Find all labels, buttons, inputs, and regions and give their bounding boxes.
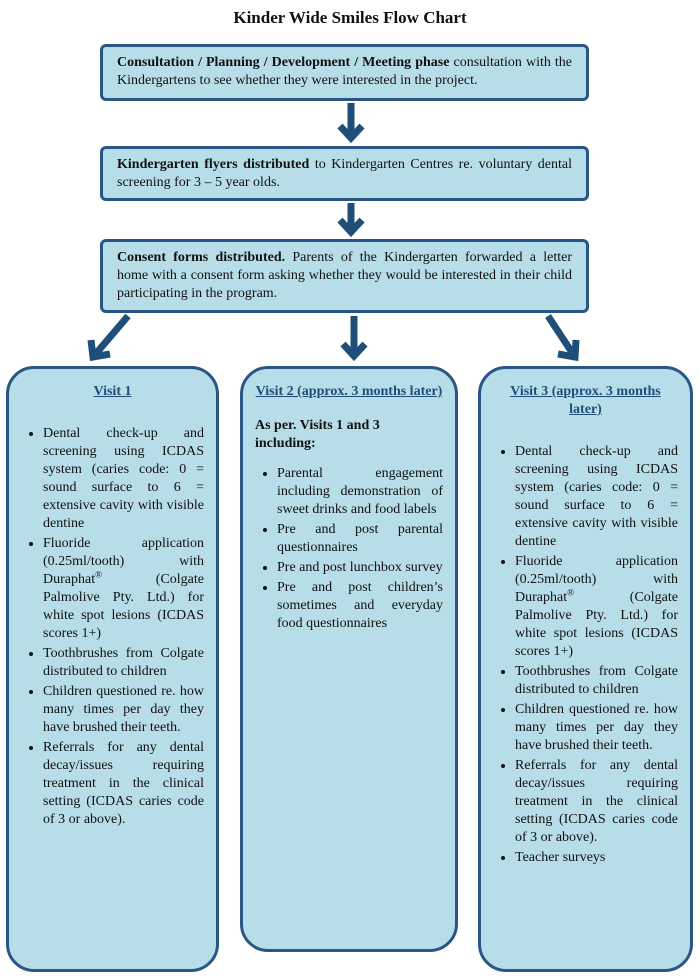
list-item: Pre and post lunchbox survey [277, 559, 443, 577]
list-item: Dental check-up and screening using ICDA… [43, 425, 204, 533]
flyers-box: Kindergarten flyers distributed to Kinde… [100, 146, 589, 201]
fluoride-text: Fluoride application (0.25ml/tooth) with… [515, 554, 678, 605]
arrow-left [87, 313, 131, 362]
visit-3-box: Visit 3 (approx. 3 months later) Dental … [478, 366, 693, 972]
arrow-center [340, 316, 368, 362]
list-item: Parental engagement including demonstrat… [277, 465, 443, 519]
list-item: Referrals for any dental decay/issues re… [515, 757, 678, 847]
visit-2-title: Visit 2 (approx. 3 months later) [255, 384, 443, 399]
list-item: Pre and post children’s sometimes and ev… [277, 579, 443, 633]
list-item: Pre and post parental questionnaires [277, 521, 443, 557]
visit-1-list: Dental check-up and screening using ICDA… [21, 425, 204, 829]
consultation-text: consultation with the Kindergartens to s… [117, 55, 572, 88]
list-item: Toothbrushes from Colgate distributed to… [515, 663, 678, 699]
visit-2-intro: As per. Visits 1 and 3 including: [255, 418, 380, 451]
arrow-right [545, 314, 580, 362]
fluoride-text-rest: (Colgate Palmolive Pty. Ltd.) for white … [515, 590, 678, 659]
consultation-box: Consultation / Planning / Development / … [100, 44, 589, 101]
page-title: Kinder Wide Smiles Flow Chart [233, 8, 467, 27]
flyers-heading: Kindergarten flyers distributed [117, 157, 310, 172]
consultation-heading: Consultation / Planning / Development / … [117, 55, 450, 70]
visit-3-list: Dental check-up and screening using ICDA… [493, 443, 678, 867]
list-item: Children questioned re. how many times p… [515, 701, 678, 755]
list-item: Children questioned re. how many times p… [43, 683, 204, 737]
arrow-1 [337, 103, 365, 144]
visit-2-list: Parental engagement including demonstrat… [255, 465, 443, 633]
list-item: Fluoride application (0.25ml/tooth) with… [515, 553, 678, 661]
list-item: Referrals for any dental decay/issues re… [43, 739, 204, 829]
fluoride-text: Fluoride application (0.25ml/tooth) with… [43, 536, 204, 587]
list-item: Teacher surveys [515, 849, 678, 867]
visit-1-title: Visit 1 [93, 384, 132, 399]
list-item: Dental check-up and screening using ICDA… [515, 443, 678, 551]
consent-text: Parents of the Kindergarten forwarded a … [117, 250, 572, 301]
fluoride-text-rest: (Colgate Palmolive Pty. Ltd.) for white … [43, 572, 204, 641]
registered-mark: ® [567, 587, 574, 598]
consent-heading: Consent forms distributed. [117, 250, 286, 265]
registered-mark: ® [95, 569, 102, 580]
arrow-2 [337, 203, 365, 238]
visit-3-title: Visit 3 (approx. 3 months later) [510, 384, 661, 417]
visit-1-box: Visit 1 Dental check-up and screening us… [6, 366, 219, 972]
list-item: Fluoride application (0.25ml/tooth) with… [43, 535, 204, 643]
consent-box: Consent forms distributed. Parents of th… [100, 239, 589, 313]
visit-2-box: Visit 2 (approx. 3 months later) As per.… [240, 366, 458, 952]
list-item: Toothbrushes from Colgate distributed to… [43, 645, 204, 681]
flyers-text: to Kindergarten Centres re. voluntary de… [117, 157, 572, 190]
